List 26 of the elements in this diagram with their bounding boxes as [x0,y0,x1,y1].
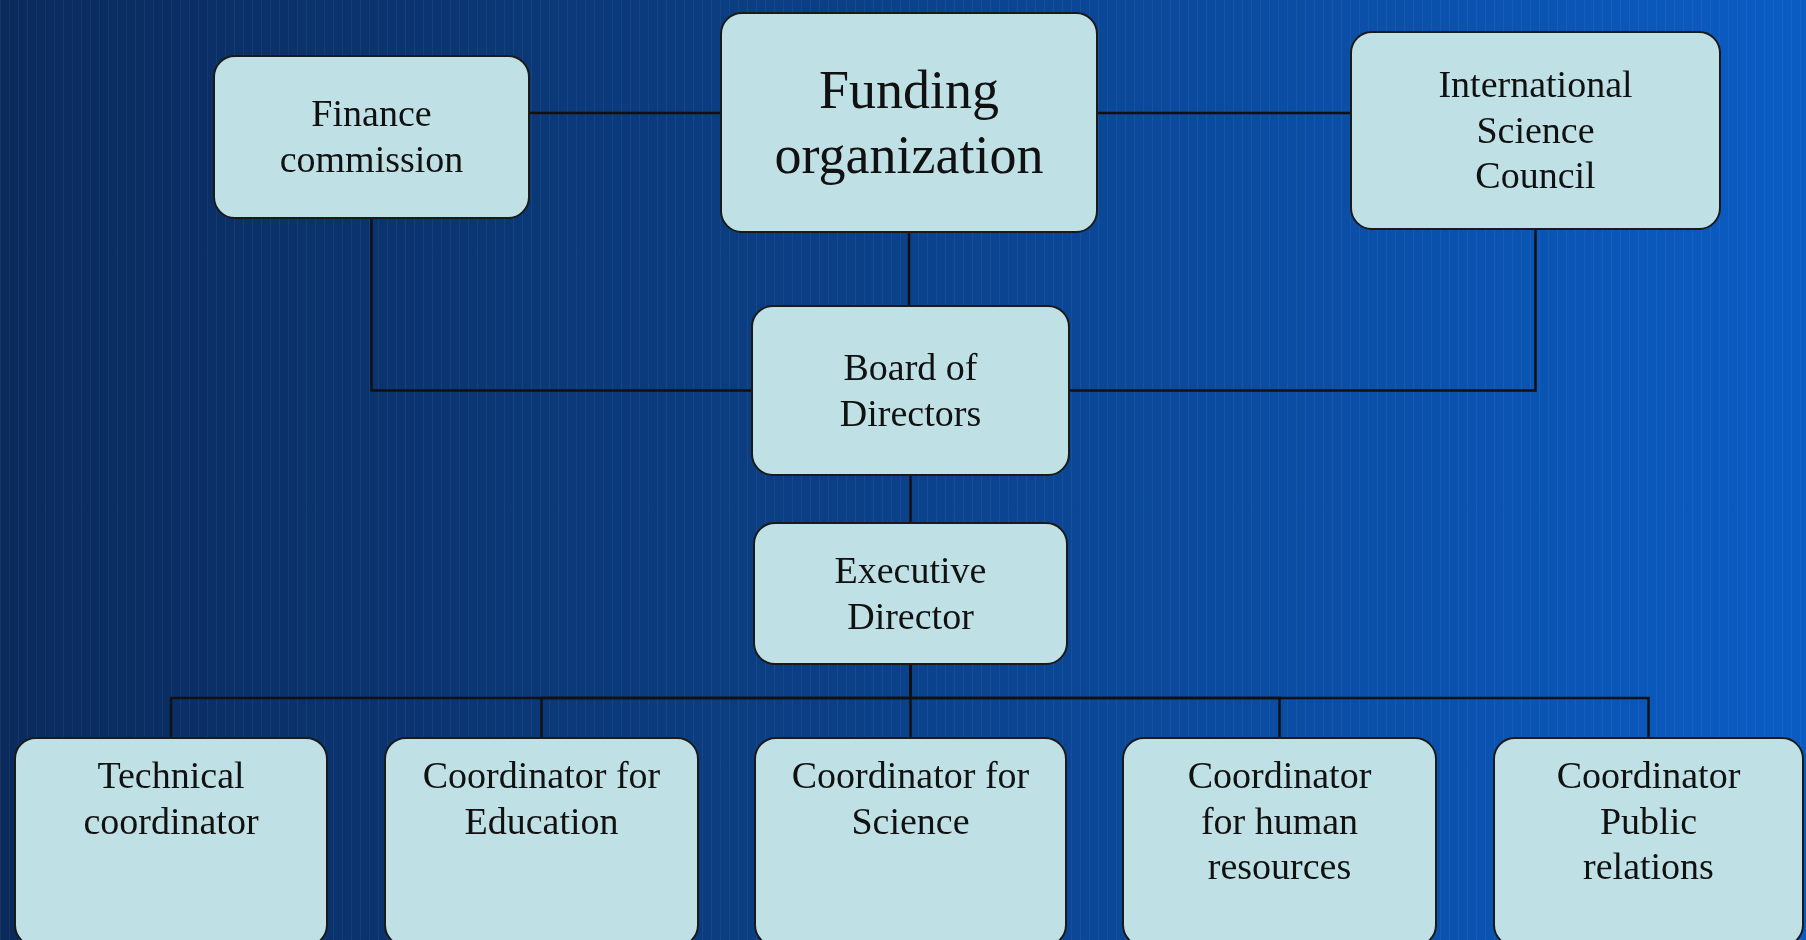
connector-line [1098,111,1350,115]
org-box [754,737,1067,940]
node-label: International Science Council [1437,62,1634,199]
org-box [753,522,1068,665]
org-box [720,12,1098,233]
node-label: Coordinator for human resources [1186,753,1373,890]
org-box [1493,737,1804,940]
connector-line [1070,230,1537,392]
connector-line [530,111,720,115]
node-label: Coordinator Public relations [1555,753,1742,890]
org-box [1350,31,1721,230]
node-label: Coordinator for Science [790,753,1031,844]
node-label: Board of Directors [838,344,983,436]
node-label: Funding organization [773,58,1045,187]
node-label: Coordinator for Education [421,753,662,844]
org-box [384,737,699,940]
node-label: Finance commission [278,91,465,182]
org-box [1122,737,1437,940]
node-label: Executive Director [833,547,988,639]
connector-line [370,219,751,392]
node-label: Technical coordinator [82,753,260,844]
org-box [213,55,530,219]
connector-line [907,233,911,305]
org-box [751,305,1070,476]
org-box [14,737,328,940]
connector-line [909,476,912,522]
